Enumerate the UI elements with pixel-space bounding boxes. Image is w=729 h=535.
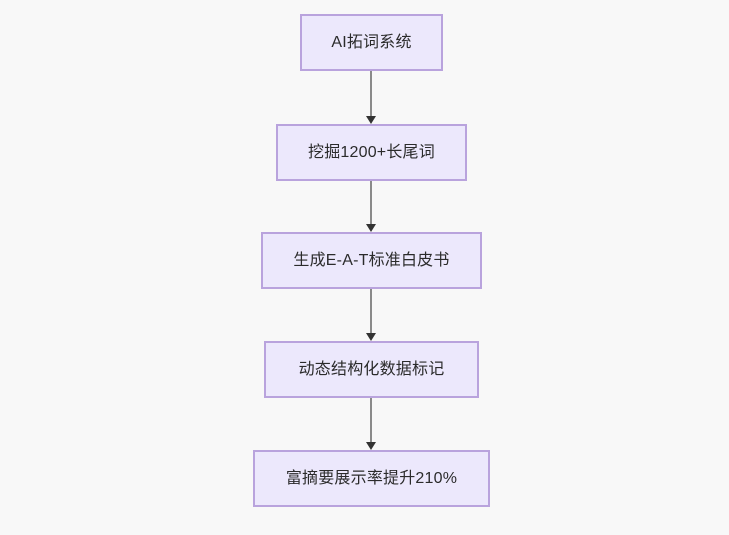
flow-node-rich-snippet-rate[interactable]: 富摘要展示率提升210%	[253, 450, 490, 507]
flow-node-label: 生成E-A-T标准白皮书	[293, 251, 450, 269]
edge-line	[370, 289, 372, 333]
flow-node-mine-longtail-keywords[interactable]: 挖掘1200+长尾词	[276, 124, 467, 181]
edge-line	[370, 181, 372, 224]
flow-node-label: AI拓词系统	[331, 33, 412, 51]
edge-node1-to-node2	[366, 71, 376, 124]
arrow-head-icon	[366, 116, 376, 124]
arrow-head-icon	[366, 333, 376, 341]
arrow-head-icon	[366, 442, 376, 450]
flow-node-label: 挖掘1200+长尾词	[308, 143, 435, 161]
arrow-head-icon	[366, 224, 376, 232]
flow-node-ai-keyword-system[interactable]: AI拓词系统	[300, 14, 443, 71]
edge-line	[370, 71, 372, 116]
flow-node-dynamic-structured-data[interactable]: 动态结构化数据标记	[264, 341, 479, 398]
edge-node3-to-node4	[366, 289, 376, 341]
flow-node-label: 富摘要展示率提升210%	[285, 469, 458, 487]
edge-node2-to-node3	[366, 181, 376, 232]
flow-node-generate-eat-whitepaper[interactable]: 生成E-A-T标准白皮书	[261, 232, 482, 289]
edge-line	[370, 398, 372, 442]
flow-node-label: 动态结构化数据标记	[298, 360, 445, 378]
edge-node4-to-node5	[366, 398, 376, 450]
